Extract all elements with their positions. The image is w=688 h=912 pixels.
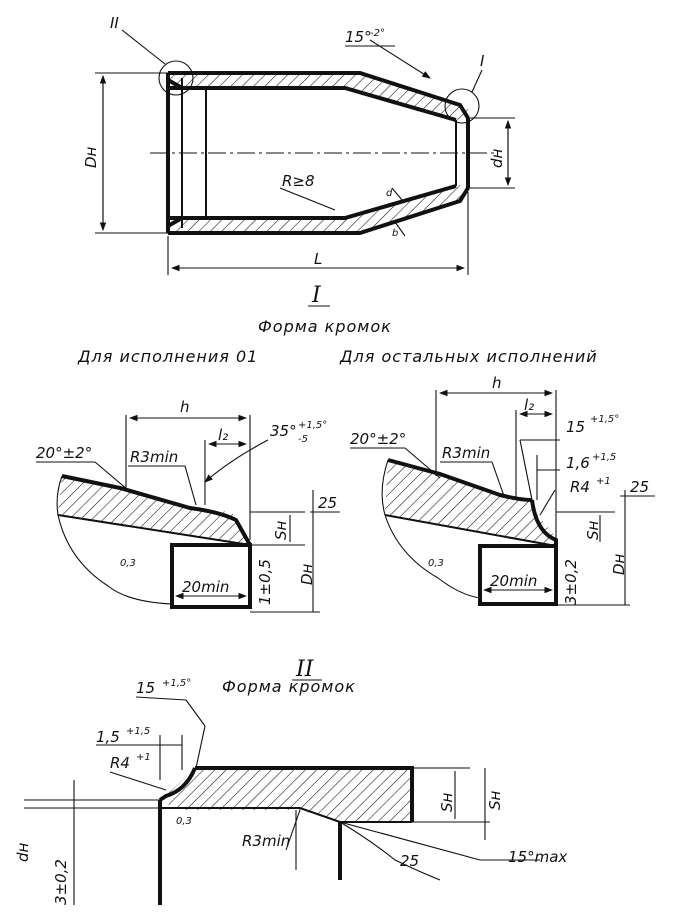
right-radius-label: R3min — [442, 444, 490, 462]
dim-DH-label: Dн — [82, 146, 100, 168]
main-view: II I 15° -2° Dн dн R≥8 L d b — [82, 14, 515, 275]
II-diameter-label: dн — [14, 842, 32, 862]
right-radius2-tol: +1 — [596, 476, 611, 487]
II-radius-tol: +1 — [136, 752, 151, 763]
II-radius-label: R4 — [110, 754, 130, 772]
right-diameter-label: Dн — [610, 553, 628, 575]
right-h-label: h — [492, 374, 502, 392]
left-rough-label: 25 — [318, 494, 337, 512]
left-gap-label: 1±0,5 — [256, 559, 274, 605]
detail-II-callout-circle — [158, 60, 194, 96]
left-radius-label: R3min — [130, 448, 178, 466]
left-bevel-label: 20°±2° — [36, 444, 92, 462]
right-step-label: 1,6 — [566, 454, 590, 472]
right-radius2-label: R4 — [570, 478, 590, 496]
right-l2-label: l₂ — [524, 396, 534, 414]
left-l2-label: l₂ — [218, 426, 228, 444]
detail-I-right-caption: Для остальных исполнений — [339, 347, 598, 366]
II-step-tol: +1,5 — [126, 726, 150, 737]
right-step-tol: +1,5 — [592, 452, 616, 463]
left-h-label: h — [180, 398, 190, 416]
main-angle-label: 15° — [345, 28, 372, 46]
detail-II-title: Форма кромок — [222, 677, 356, 696]
section-mark-d: d — [386, 188, 393, 199]
II-thickness-2-label: Sн — [486, 790, 504, 810]
detail-I-right-form: h l₂ 15 +1,5° 1,6 +1,5 20°±2° R3min R4 +… — [350, 374, 655, 606]
II-rough-label: 25 — [400, 852, 419, 870]
left-length-label: 20min — [182, 578, 229, 596]
left-diameter-label: Dн — [298, 563, 316, 585]
main-angle-tolerance: -2° — [370, 28, 385, 39]
left-angle-tol-minus: -5 — [298, 434, 308, 445]
II-inner-radius-label: R3min — [242, 832, 290, 850]
callout-II-label: II — [110, 14, 119, 32]
II-step-label: 1,5 — [96, 728, 120, 746]
detail-I-left-caption: Для исполнения 01 — [77, 347, 258, 366]
II-angle-label: 15 — [136, 679, 155, 697]
main-radius-label: R≥8 — [282, 172, 315, 190]
right-angle-tol: +1,5° — [590, 414, 619, 425]
right-depth-label: 0,3 — [428, 558, 444, 569]
left-angle-label: 35° — [270, 422, 297, 440]
right-rough-label: 25 — [630, 478, 649, 496]
II-gap-label: 3±0,2 — [52, 859, 70, 905]
right-thickness-label: Sн — [584, 520, 602, 540]
detail-II-roman: II — [295, 657, 315, 682]
dim-dH-label: dн — [488, 148, 506, 168]
left-angle-tol-plus: +1,5° — [298, 420, 327, 431]
length-L-label: L — [314, 250, 322, 268]
detail-II: II Форма кромок 15 +1,5° 1,5 +1,5 — [14, 657, 567, 905]
callout-I-label: I — [480, 52, 485, 70]
left-depth-label: 0,3 — [120, 558, 136, 569]
II-max-label: 15°max — [508, 848, 567, 866]
detail-I-left-form: h l₂ 35° +1,5° -5 20°±2° R3min Sн Dн 1±0… — [36, 398, 340, 613]
left-thickness-label: Sн — [272, 520, 290, 540]
II-depth-label: 0,3 — [176, 816, 192, 827]
detail-I: I Форма кромок Для исполнения 01 Для ост… — [77, 283, 598, 366]
II-angle-tol: +1,5° — [162, 678, 191, 689]
detail-I-title: Форма кромок — [258, 317, 392, 336]
right-gap-label: 3±0,2 — [562, 559, 580, 605]
II-thickness-1-label: Sн — [438, 792, 456, 812]
detail-I-roman: I — [311, 283, 322, 308]
right-angle-label: 15 — [566, 418, 585, 436]
right-length-label: 20min — [490, 572, 537, 590]
right-bevel-label: 20°±2° — [350, 430, 406, 448]
detail-I-callout-circle — [444, 88, 480, 124]
section-mark-b: b — [392, 228, 398, 239]
